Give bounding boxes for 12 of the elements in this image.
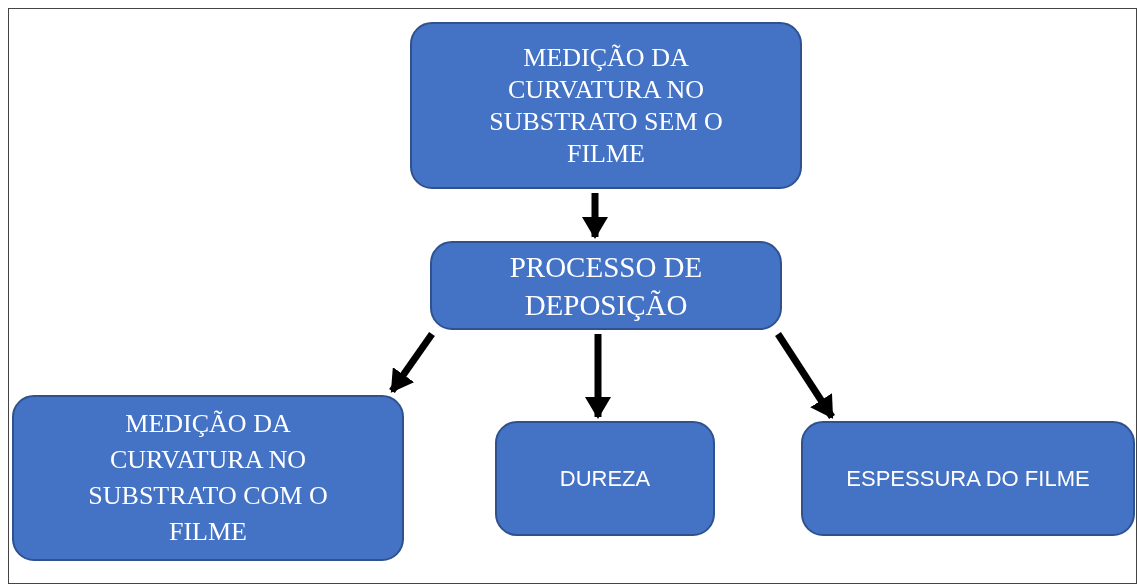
process-box: [12, 395, 404, 561]
process-box: [410, 22, 802, 189]
arrow: [389, 332, 435, 393]
box-label: ESPESSURA DO FILME: [846, 464, 1090, 493]
box-label: MEDIÇÃO DA CURVATURA NO SUBSTRATO COM O FILME: [87, 408, 329, 548]
arrow: [775, 332, 835, 419]
box-label: MEDIÇÃO DA CURVATURA NO SUBSTRATO SEM O FILME: [488, 41, 724, 170]
process-box: [430, 241, 782, 330]
process-box: [495, 421, 715, 536]
box-label: DUREZA: [559, 464, 651, 493]
process-box: [801, 421, 1135, 536]
box-label: PROCESSO DE DEPOSIÇÃO: [508, 249, 704, 323]
